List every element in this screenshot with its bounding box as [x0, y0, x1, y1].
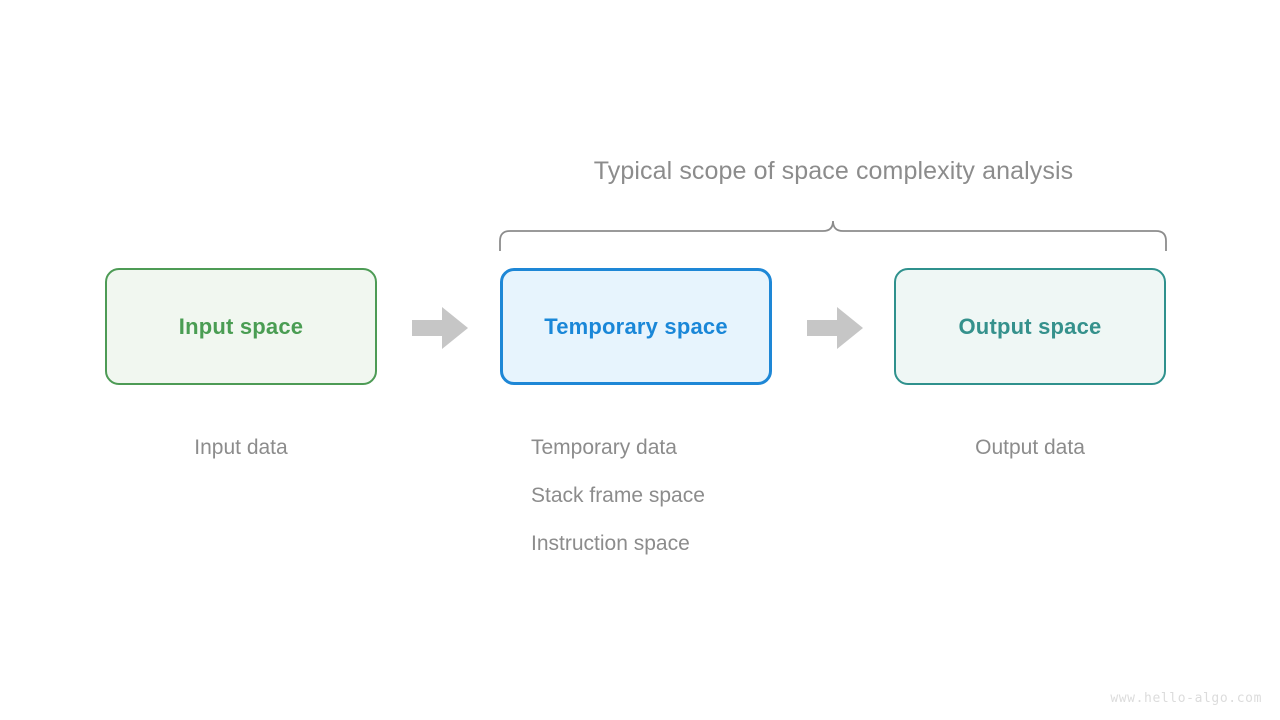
watermark: www.hello-algo.com [1110, 691, 1262, 706]
arrow-right-icon [807, 307, 863, 349]
box-input-space[interactable]: Input space [105, 268, 377, 385]
box-output-space[interactable]: Output space [894, 268, 1166, 385]
caption-instruction-space: Instruction space [531, 532, 690, 555]
caption-temporary-data: Temporary data [531, 436, 677, 459]
box-temporary-space-label: Temporary space [544, 313, 728, 339]
box-temporary-space[interactable]: Temporary space [500, 268, 772, 385]
arrow-right-icon [412, 307, 468, 349]
caption-input-data: Input data [194, 436, 288, 459]
caption-group-input: Input data [105, 424, 377, 472]
caption-group-temporary: Temporary data Stack frame space Instruc… [531, 424, 705, 568]
curly-brace-icon [499, 220, 1167, 251]
caption-group-output: Output data [894, 424, 1166, 472]
scope-title: Typical scope of space complexity analys… [593, 157, 1074, 185]
box-output-space-label: Output space [958, 313, 1102, 339]
caption-output-data: Output data [975, 436, 1085, 459]
caption-stack-frame-space: Stack frame space [531, 484, 705, 507]
box-input-space-label: Input space [178, 313, 304, 339]
